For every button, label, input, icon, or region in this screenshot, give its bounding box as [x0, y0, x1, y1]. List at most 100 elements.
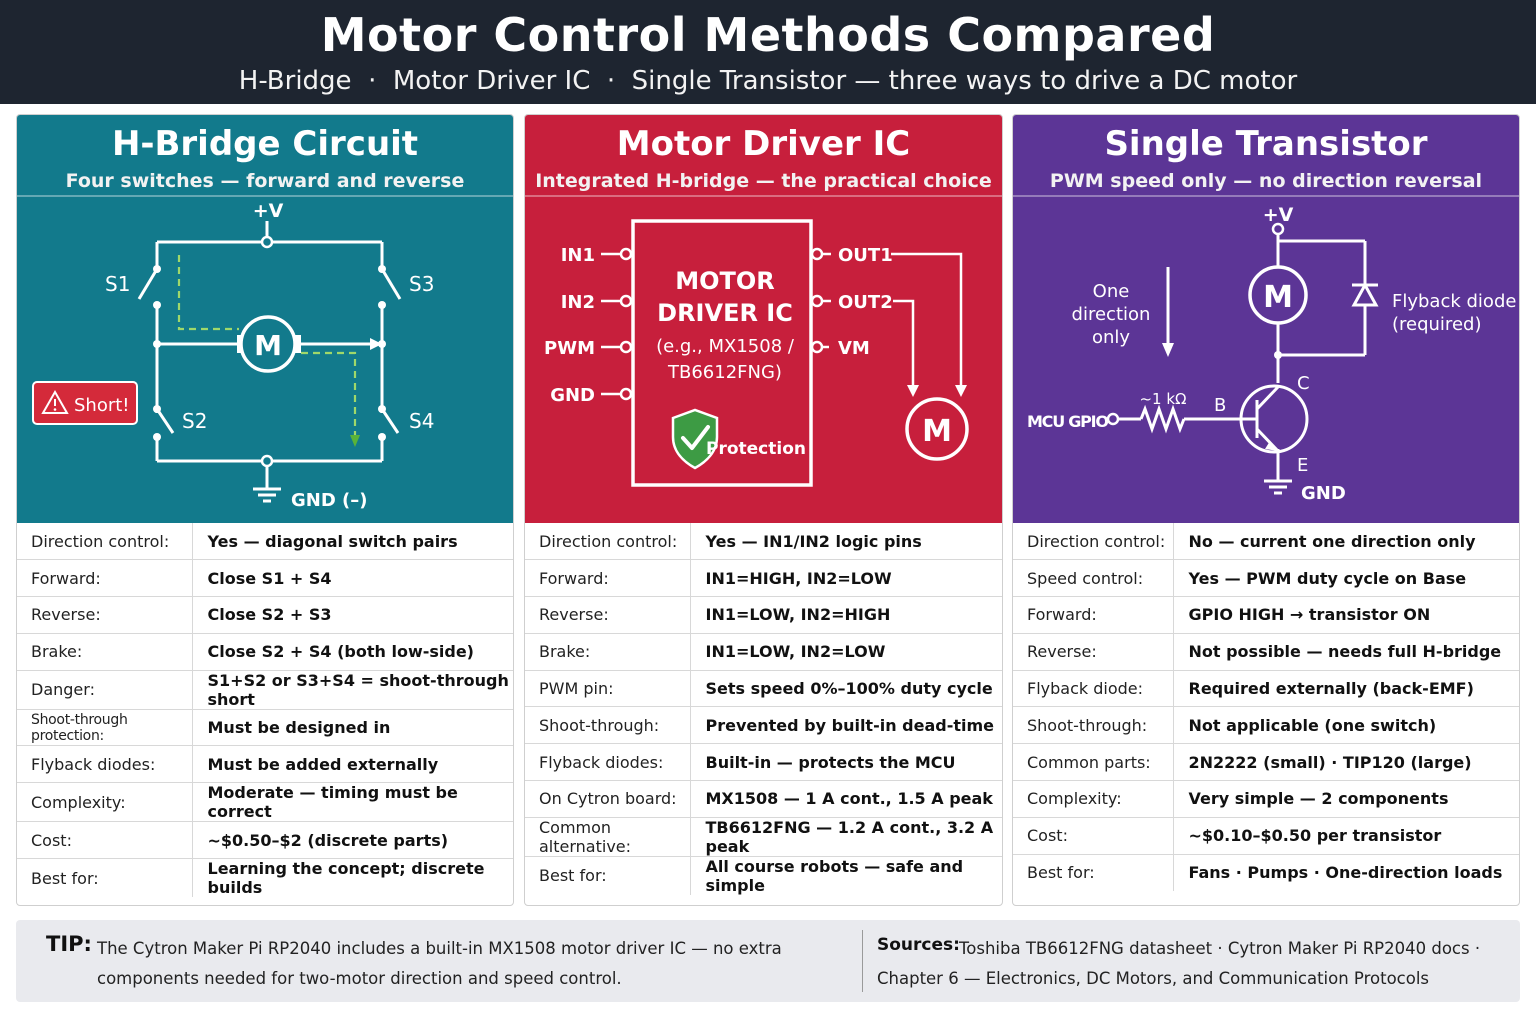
hbridge-motor-label: M [254, 329, 282, 362]
transistor-table-row: Forward:GPIO HIGH → transistor ON [1013, 596, 1519, 634]
row-key: PWM pin: [525, 670, 691, 708]
hbridge-table-row: Reverse:Close S2 + S3 [17, 596, 513, 634]
row-value: No — current one direction only [1173, 523, 1519, 561]
pin-out1-label: OUT1 [838, 245, 893, 266]
transistor-table: Direction control:No — current one direc… [1013, 523, 1519, 891]
pin-vm-label: VM [838, 338, 870, 359]
chip-label-line2: DRIVER IC [657, 299, 793, 327]
row-key: Common alternative: [525, 817, 691, 857]
hbridge-table-row: Brake:Close S2 + S4 (both low-side) [17, 633, 513, 671]
one-direction-line3: only [1092, 327, 1130, 348]
row-key: Speed control: [1013, 559, 1174, 598]
transistor-gnd-label: GND [1301, 483, 1346, 504]
row-value: Very simple — 2 components [1173, 780, 1519, 818]
hbridge-table-row: Forward:Close S1 + S4 [17, 559, 513, 598]
hbridge-motor-icon [239, 315, 297, 373]
row-value: Fans · Pumps · One-direction loads [1188, 863, 1503, 883]
row-key: Complexity: [1013, 780, 1174, 818]
row-value: Not applicable (one switch) [1173, 706, 1519, 745]
row-value: 2N2222 (small) · TIP120 (large) [1173, 743, 1519, 782]
row-key: Best for: [1013, 854, 1174, 891]
row-key: Flyback diodes: [17, 745, 193, 784]
hbridge-table: Direction control:Yes — diagonal switch … [17, 523, 513, 898]
transistor-table-row: Cost:~$0.10–$0.50 per transistor [1013, 817, 1519, 855]
row-key: Shoot-through protection: [17, 709, 193, 747]
hbridge-title: H-Bridge Circuit [111, 124, 419, 164]
hbridge-table-row: Flyback diodes:Must be added externally [17, 745, 513, 784]
transistor-motor-icon [1248, 265, 1308, 325]
shield-check-icon [671, 408, 719, 470]
transistor-table-row: Flyback diode:Required externally (back-… [1013, 670, 1519, 708]
row-value: MX1508 — 1 A cont., 1.5 A peak [690, 780, 1002, 818]
one-direction-line2: direction [1072, 304, 1151, 325]
driver-chip [631, 219, 813, 487]
driver-table-row: PWM pin:Sets speed 0%–100% duty cycle [525, 670, 1002, 708]
row-key: Reverse: [525, 596, 691, 634]
transistor-table-row: Best for: Fans · Pumps · One-direction lo… [1013, 854, 1519, 891]
pin-in2-label: IN2 [561, 292, 595, 313]
row-key: Direction control: [1013, 523, 1174, 561]
transistor-table-row: Direction control:No — current one direc… [1013, 523, 1519, 561]
hbridge-panel: H-Bridge Circuit Four switches — forward… [16, 114, 514, 906]
row-key: Forward: [525, 559, 691, 598]
pin-out2-label: OUT2 [838, 292, 893, 313]
row-key: Direction control: [17, 523, 193, 561]
transistor-vplus-label: +V [1263, 204, 1294, 226]
transistor-table-row: Reverse:Not possible — needs full H-brid… [1013, 633, 1519, 671]
row-key: Cost: [1013, 817, 1174, 855]
sources-text: Toshiba TB6612FNG datasheet · Cytron Mak… [877, 939, 1481, 988]
row-value: Not possible — needs full H-bridge [1173, 633, 1519, 671]
row-key: Forward: [1013, 596, 1174, 634]
hbridge-table-row: Danger:S1+S2 or S3+S4 = shoot-through sh… [17, 670, 513, 710]
driver-table-row: On Cytron board:MX1508 — 1 A cont., 1.5 … [525, 780, 1002, 818]
hbridge-s3-label: S3 [409, 272, 434, 296]
row-key: Brake: [525, 633, 691, 671]
row-key: Flyback diode: [1013, 670, 1174, 708]
transistor-diagram: M +V One direction only Flyback diode (r… [1013, 197, 1519, 523]
row-key: Best for: [17, 858, 193, 898]
row-value: ~$0.10–$0.50 per transistor [1173, 817, 1519, 855]
tip-bar: TIP: The Cytron Maker Pi RP2040 includes… [16, 920, 1520, 1002]
driver-table-row: Shoot-through:Prevented by built-in dead… [525, 706, 1002, 745]
driver-motor-icon [905, 397, 969, 461]
hbridge-s1-label: S1 [105, 272, 130, 296]
chip-label-line3: (e.g., MX1508 / [656, 336, 795, 357]
transistor-panel-header: Single Transistor PWM speed only — no di… [1013, 115, 1519, 197]
transistor-table-row: Common parts:2N2222 (small) · TIP120 (la… [1013, 743, 1519, 782]
mcu-gpio-label: MCU GPIO [1027, 412, 1109, 431]
row-key: Common parts: [1013, 743, 1174, 782]
transistor-title: Single Transistor [1104, 124, 1428, 164]
transistor-table-row: Speed control:Yes — PWM duty cycle on Ba… [1013, 559, 1519, 598]
short-warning-label: Short! [74, 395, 130, 416]
row-value: IN1=LOW, IN2=LOW [690, 633, 1002, 671]
driver-table-row: Brake:IN1=LOW, IN2=LOW [525, 633, 1002, 671]
row-key: Complexity: [17, 782, 193, 823]
hbridge-s4-label: S4 [409, 409, 434, 433]
row-key: Brake: [17, 633, 193, 671]
row-value: Must be designed in [192, 709, 513, 747]
chip-label-line4: TB6612FNG) [667, 362, 782, 383]
row-value: Moderate — timing must be correct [192, 782, 513, 823]
hbridge-vplus-label: +V [253, 200, 284, 222]
driver-panel-header: Motor Driver IC Integrated H-bridge — th… [525, 115, 1002, 197]
row-value: Yes — PWM duty cycle on Base [1173, 559, 1519, 598]
page-title: Motor Control Methods Compared [320, 8, 1216, 62]
transistor-table-row: Shoot-through:Not applicable (one switch… [1013, 706, 1519, 745]
hbridge-schematic: M +V S1 S3 S2 S4 GND (–) [32, 200, 434, 511]
transistor-panel: Single Transistor PWM speed only — no di… [1012, 114, 1520, 906]
hbridge-table-row: Cost:~$0.50–$2 (discrete parts) [17, 821, 513, 860]
hbridge-subtitle: Four switches — forward and reverse [65, 170, 465, 192]
row-value: Built-in — protects the MCU [690, 743, 1002, 782]
row-value: IN1=HIGH, IN2=LOW [690, 559, 1002, 598]
hbridge-diagram: M +V S1 S3 S2 S4 GND (–) [17, 197, 513, 523]
pin-pwm-label: PWM [544, 338, 595, 359]
driver-table-row: Best for:All course robots — safe and si… [525, 856, 1002, 895]
tip-label: TIP: [46, 932, 92, 956]
hbridge-table-row: Shoot-through protection:Must be designe… [17, 709, 513, 747]
short-warning-badge: Short! [32, 381, 138, 425]
flyback-diode-symbol [1351, 281, 1379, 307]
row-key: Forward: [17, 559, 193, 598]
driver-diagram: M IN1 IN2 PWM GND OUT1 OUT2 VM MOTOR DRI… [525, 197, 1002, 523]
driver-schematic: M IN1 IN2 PWM GND OUT1 OUT2 VM MOTOR DRI… [544, 219, 969, 487]
page-subtitle: H-Bridge · Motor Driver IC · Single Tran… [238, 66, 1298, 96]
